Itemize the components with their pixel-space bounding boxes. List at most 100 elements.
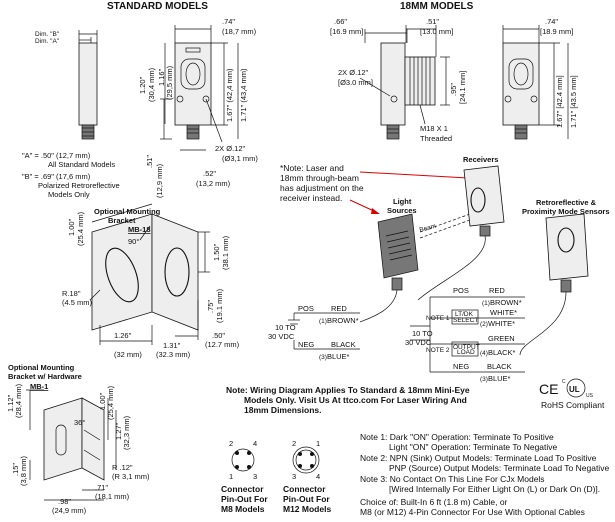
mb1-bracket-drawing [26,389,117,501]
dim-a-label: Dim. "A" [35,38,60,45]
m12-label1: Connector [283,484,326,494]
note3-line2: [Wired Internally For Either Light On (L… [389,484,600,494]
beam-label: Beam [419,223,437,234]
mb1-model: MB-1 [30,382,48,391]
m12-pin3: 3 [292,472,296,481]
mb1-d15-in: .15" [11,463,20,476]
wr-note1: NOTE 1 [426,315,450,322]
std-b-value: "B" = .69" (17,6 mm) [22,172,91,181]
mb18-title1: Optional Mounting [94,207,161,216]
wr-output: OUTPUT [453,344,480,351]
wr-supply1: 10 TO [412,329,433,338]
note2-line1: Note 2: NPN (Sink) Output Models: Termin… [360,453,597,463]
wr-load: LOAD [457,349,475,356]
wiring-diagram-left [288,312,360,350]
wl-supply2: 30 VDC [268,332,295,341]
std-b-note2: Models Only [48,190,90,199]
mb18-h100-in: 1.00" [67,218,76,236]
mm18-side-view [359,25,450,140]
mb1-d15-mm: (3,8 mm) [19,455,28,486]
laser-note-2: 18mm through-beam [280,173,359,183]
mb18-h150-in: 1.50" [212,243,221,261]
heading-standard-models: STANDARD MODELS [107,1,208,12]
wr-pin1-brown: (1)BROWN* [482,298,522,307]
light-sources-label-2: Sources [387,206,417,215]
std-width-74-mm: (18,7 mm) [222,27,257,36]
mm18-thread1: M18 X 1 [420,124,448,133]
note3-line1: Note 3: No Contact On This Line For CJx … [360,474,545,484]
wl-supply1: 10 TO [275,323,296,332]
mb1-d112-mm: (28,4 mm) [14,383,23,418]
mb18-h75-mm: (19.1 mm) [215,288,224,323]
mm18-width-74-in: .74" [545,17,558,26]
m8-label1: Connector [221,484,264,494]
m12-label2: Pin-Out For [283,494,330,504]
std-height-171: 1.71" (43,4 mm) [239,68,248,122]
mb1-d127-mm: (32,3 mm) [122,415,131,450]
std-width-74-in: .74" [222,17,235,26]
m8-pin3: 3 [253,472,257,481]
wr-green: GREEN [488,334,515,343]
m8-pin4: 4 [253,439,257,448]
retro-label-1: Retroreflective & [536,198,597,207]
wiring-diagram-right [410,296,525,373]
mb18-model: MB-18 [128,225,151,234]
mm18-thread2: Threaded [420,134,452,143]
mb1-d98-mm: (24,9 mm) [52,506,87,515]
light-sources-label-1: Light [393,197,412,206]
receiver-sensor [417,165,505,301]
wl-neg: NEG [298,340,314,349]
mb18-w50-in: .50" [212,331,225,340]
mm18-height-95-in: .95" [449,83,458,96]
mb1-d98-in: .98" [58,497,71,506]
mb18-h150-mm: (38.1 mm) [221,235,230,270]
std-width-52-mm: (13,2 mm) [196,179,231,188]
svg-text:C: C [562,379,566,385]
laser-note-3: has adjustment on the [280,183,364,193]
mb1-title2: Bracket w/ Hardware [8,372,82,381]
std-height-120-mm: (30,4 mm) [147,67,156,102]
wr-pin4-black: (4)BLACK* [480,348,516,357]
mb18-w131-in: 1.31" [163,341,181,350]
dim-b-label: Dim. "B" [35,31,60,38]
standard-front-view [160,25,239,151]
svg-text:CE: CE [539,381,558,397]
mb18-h100-mm: (25.4 mm) [76,211,85,246]
mb1-title1: Optional Mounting [8,363,75,372]
std-b-note1: Polarized Retroreflective [38,181,120,190]
mm18-width-51-in: .51" [426,17,439,26]
std-hole-in: 2X Ø.12" [215,144,246,153]
m8-pin1: 1 [229,472,233,481]
wl-red: RED [331,304,347,313]
rohs-label: RoHS Compliant [541,400,605,410]
note1-line2: Light "ON" Operation: Terminate To Negat… [389,442,558,452]
mm18-width-66-in: .66" [334,17,347,26]
mb18-r18-mm: (4.5 mm) [62,298,93,307]
mm18-hole-mm: [Ø3.0 mm] [338,78,373,87]
m8-label3: M8 Models [221,504,265,514]
m8-pin2: 2 [229,439,233,448]
mm18-height-171: 1.71" [43.5 mm] [569,75,578,128]
m12-pin1: 1 [316,439,320,448]
mb1-r12-in: R .12" [112,463,133,472]
wr-pos: POS [453,286,469,295]
std-width-52-in: .52" [203,169,216,178]
mb18-bracket-drawing [89,203,210,345]
laser-note-1: *Note: Laser and [280,163,344,173]
mb1-d71-in: .71" [95,483,108,492]
heading-18mm-models: 18MM MODELS [400,1,474,12]
wr-supply2: 30 VDC [405,338,432,347]
wr-red: RED [489,286,505,295]
mb18-title2: Bracket [108,216,136,225]
retroreflective-sensor [519,213,589,356]
wr-neg: NEG [453,362,469,371]
m8-label2: Pin-Out For [221,494,268,504]
mm18-height-167: 1.67" [42.4 mm] [555,75,564,128]
mm18-width-66-mm: [16.9 mm] [330,27,363,36]
m8-connector-icon [231,448,255,472]
mb18-r18-in: R.18" [62,289,81,298]
wr-white: WHITE* [490,308,517,317]
wr-black: BLACK [487,362,512,371]
mb1-d71-mm: (18,1 mm) [95,492,130,501]
mb18-h75-in: .75" [206,300,215,313]
